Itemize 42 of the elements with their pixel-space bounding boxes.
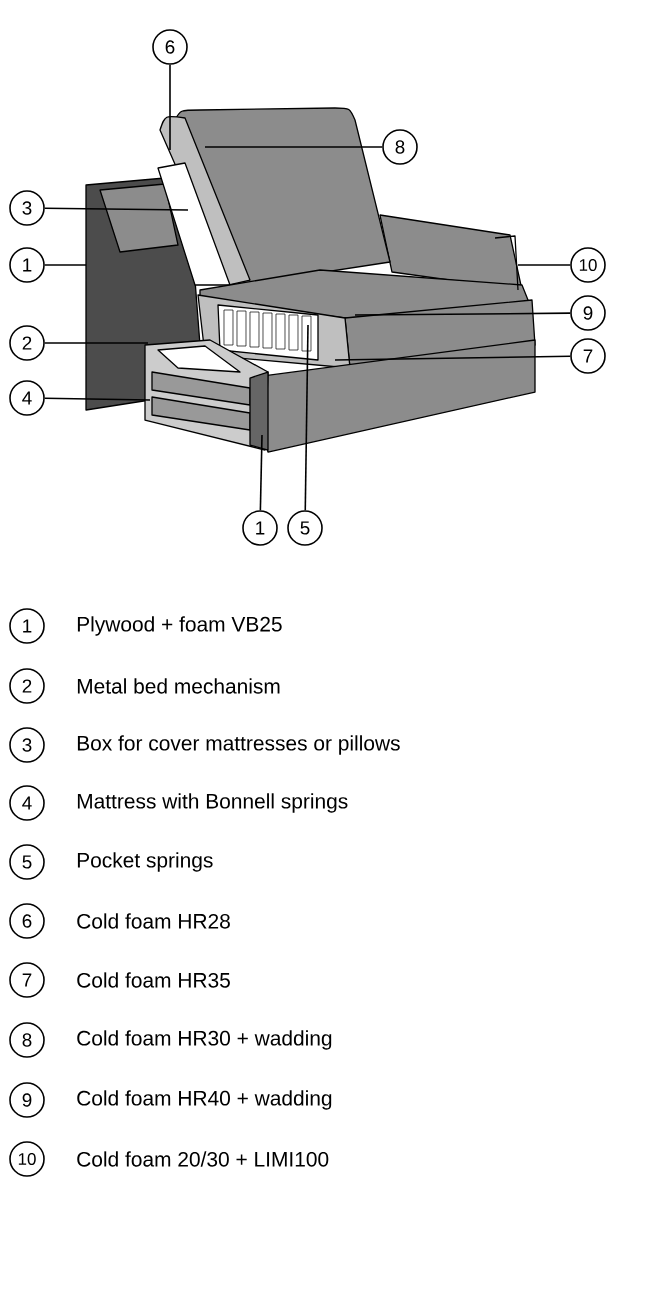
callout-number: 7 [9, 962, 45, 998]
part-description: Mattress with Bonnell springs [77, 793, 348, 813]
callout-number: 10 [570, 247, 606, 283]
leader-line [44, 207, 189, 211]
part-description: Cold foam HR30 + wadding [77, 1030, 332, 1050]
callout-number: 9 [9, 1082, 45, 1118]
callout-number: 2 [9, 668, 45, 704]
callout-number: 4 [9, 380, 45, 416]
callout-number: 8 [9, 1022, 45, 1058]
callout-number: 3 [9, 727, 45, 763]
callout-number: 1 [9, 247, 45, 283]
callout-number: 8 [382, 129, 418, 165]
leader-line [44, 342, 149, 344]
part-description: Box for cover mattresses or pillows [77, 735, 400, 755]
leader-line [259, 434, 263, 512]
callout-number: 4 [9, 785, 45, 821]
callout-number: 6 [152, 29, 188, 65]
leader-line [304, 324, 309, 511]
leader-line [44, 264, 87, 266]
leader-line [169, 64, 171, 151]
leader-line [354, 312, 571, 316]
part-description: Cold foam HR28 [77, 913, 230, 929]
callout-number: 5 [287, 510, 323, 546]
leader-line [204, 146, 383, 148]
part-description: Cold foam HR40 + wadding [77, 1090, 332, 1110]
callout-number: 7 [570, 338, 606, 374]
callout-number: 2 [9, 325, 45, 361]
part-description: Pocket springs [77, 852, 213, 872]
callout-number: 10 [9, 1141, 45, 1177]
part-description: Metal bed mechanism [77, 678, 280, 694]
callout-number: 9 [570, 295, 606, 331]
callout-number: 5 [9, 844, 45, 880]
callout-number: 3 [9, 190, 45, 226]
callout-number: 1 [9, 608, 45, 644]
leader-line [334, 355, 571, 361]
callout-number: 1 [242, 510, 278, 546]
leader-line [44, 397, 151, 401]
part-description: Cold foam HR35 [77, 972, 230, 988]
leader-line [517, 264, 571, 266]
part-description: Plywood + foam VB25 [77, 616, 282, 636]
part-description: Cold foam 20/30 + LIMI100 [77, 1151, 329, 1167]
callout-number: 6 [9, 903, 45, 939]
